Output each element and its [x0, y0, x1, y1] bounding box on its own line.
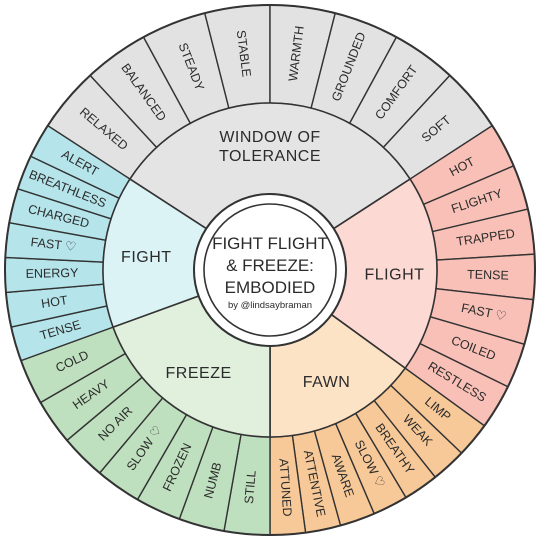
item-label-stable: STABLE [234, 29, 254, 77]
item-label-energy: ENERGY [26, 266, 80, 281]
item-label-hot: HOT [40, 293, 69, 311]
center-title-line-1: FIGHT FLIGHT [212, 234, 328, 253]
category-label-window-of-tolerance: TOLERANCE [219, 148, 321, 165]
item-label-fast: FAST ♡ [30, 235, 77, 254]
category-label-flight: FLIGHT [365, 266, 425, 283]
item-label-still: STILL [242, 470, 259, 504]
category-label-window-of-tolerance: WINDOW OF [219, 129, 320, 146]
hub-inner-circle [203, 203, 337, 337]
item-label-tense: TENSE [467, 267, 509, 282]
center-credit: by @lindsaybraman [228, 300, 312, 311]
item-label-warmth: WARMTH [286, 25, 307, 82]
item-label-attuned: ATTUNED [276, 458, 294, 517]
category-label-fawn: FAWN [303, 374, 351, 391]
category-label-freeze: FREEZE [166, 365, 232, 382]
center-title-line-2: & FREEZE: [226, 256, 314, 275]
inner-ring: WINDOW OF TOLERANCE FLIGHT FAWN FREEZE FIGHT [102, 102, 438, 438]
center-title-line-3: EMBODIED [225, 278, 316, 297]
outer-border [4, 4, 536, 536]
category-label-fight: FIGHT [121, 249, 172, 266]
center-hub: FIGHT FLIGHT & FREEZE: EMBODIED by @lind… [193, 193, 347, 347]
